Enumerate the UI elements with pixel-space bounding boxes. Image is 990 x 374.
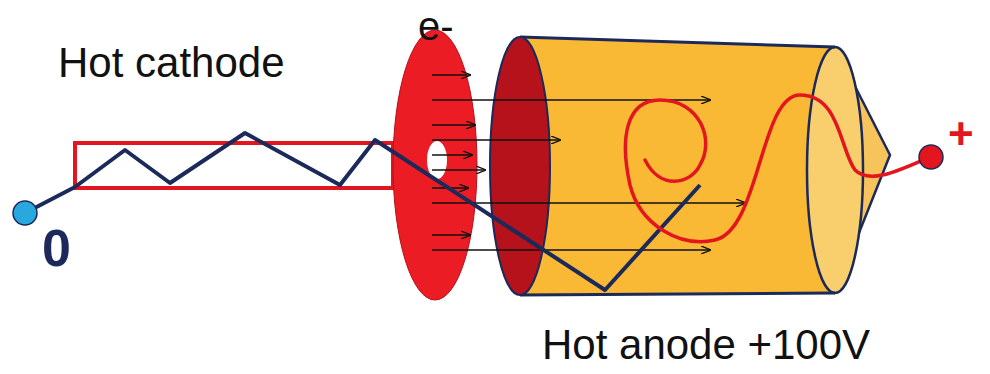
electron-label: e- (418, 6, 454, 46)
anode-terminal (919, 145, 943, 169)
anode-bottom-edge (520, 293, 835, 295)
anode-front-rim (490, 37, 550, 295)
ground-potential-label: 0 (42, 222, 71, 274)
anode-body (520, 37, 835, 295)
grid-hole (427, 141, 447, 179)
electron-arrows (432, 75, 745, 250)
cathode-terminal (13, 201, 37, 225)
positive-terminal-label: + (948, 112, 974, 156)
ion-trajectory (625, 95, 930, 242)
anode-label: Hot anode +100V (542, 324, 870, 366)
anode-top-edge (520, 37, 835, 47)
filament-wire (25, 133, 700, 290)
grid-disk (393, 30, 477, 300)
cathode-label: Hot cathode (58, 42, 285, 84)
